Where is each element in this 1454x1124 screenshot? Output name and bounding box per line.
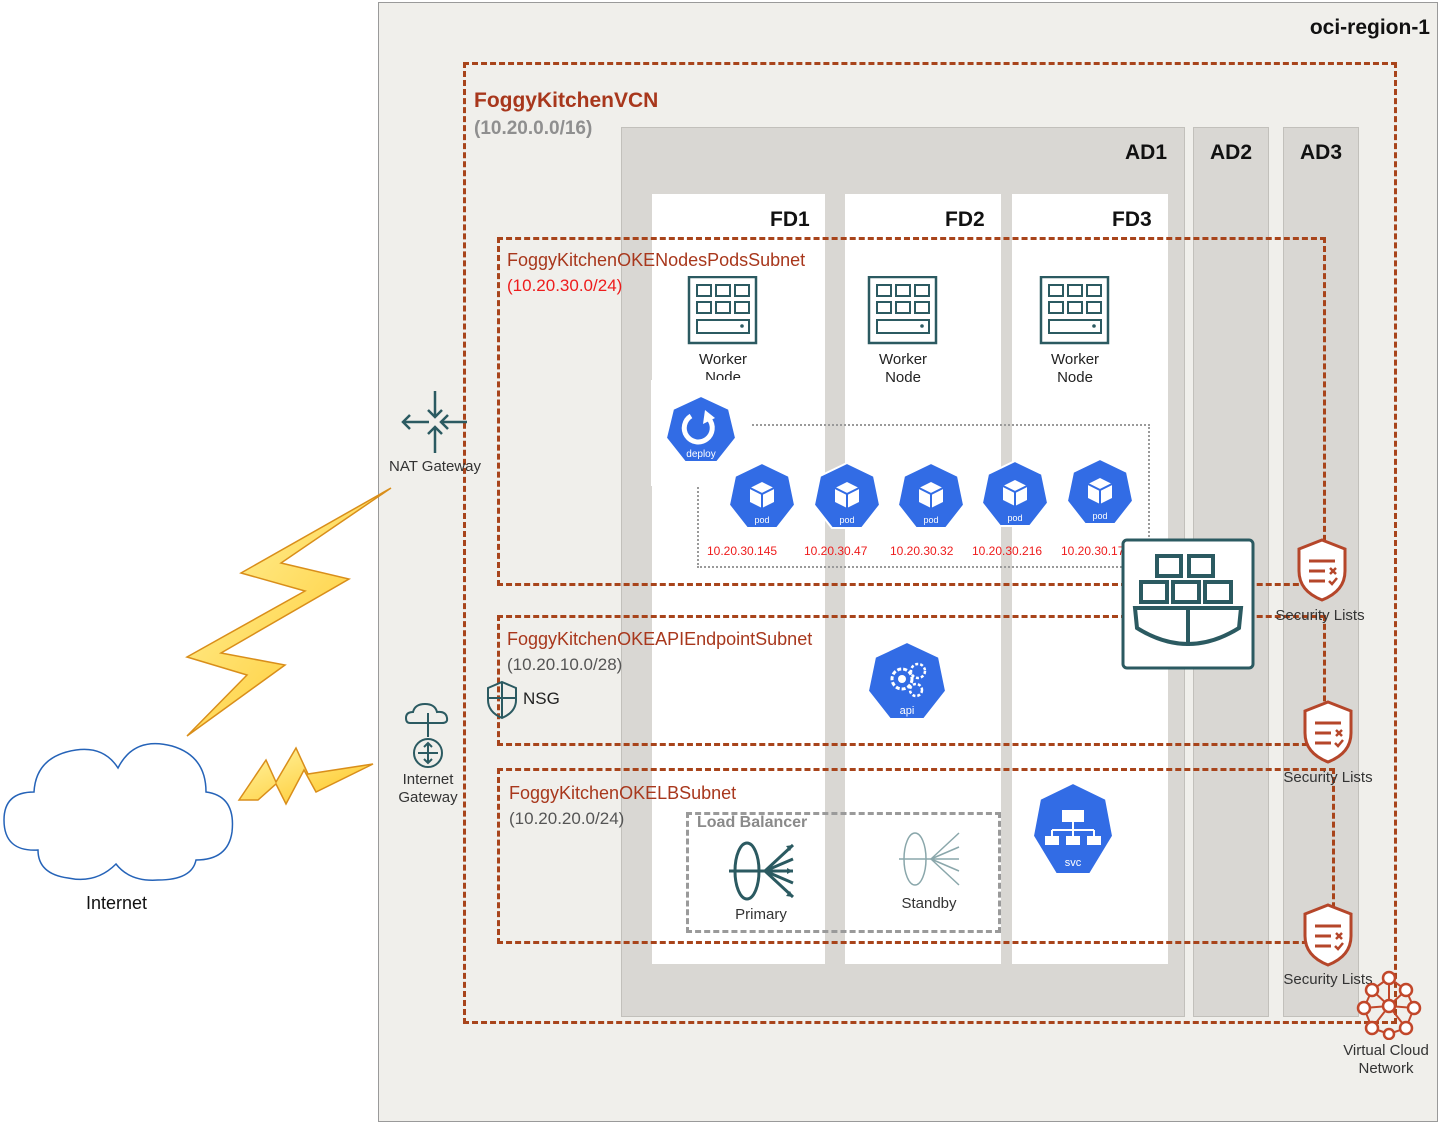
oke-cluster-icon	[1121, 538, 1255, 675]
subnet-nodes-pods-name: FoggyKitchenOKENodesPodsSubnet	[507, 250, 806, 270]
ad3-label: AD3	[1300, 141, 1343, 164]
svg-text:pod: pod	[754, 515, 769, 525]
security-list-3-icon	[1301, 902, 1355, 973]
pod-5: pod	[1065, 457, 1135, 533]
subnet-api-endpoint	[497, 615, 1326, 746]
pod-ip-2: 10.20.30.47	[804, 544, 868, 558]
security-list-1-icon	[1295, 537, 1349, 608]
security-list-1-label: Security Lists	[1275, 607, 1365, 624]
pod-4: pod	[980, 459, 1050, 535]
nsg-shield-icon	[485, 680, 519, 725]
pod-ip-1: 10.20.30.145	[707, 544, 778, 558]
internet-label: Internet	[86, 893, 148, 913]
svg-text:api: api	[900, 705, 915, 717]
server-icon	[867, 275, 938, 345]
nat-gateway-icon	[399, 387, 471, 462]
deployment-group	[697, 424, 1150, 568]
server-icon	[1039, 275, 1110, 345]
svg-text:pod: pod	[923, 515, 938, 525]
ad2-label: AD2	[1210, 141, 1253, 164]
load-balancer-label: Load Balancer	[697, 814, 808, 831]
pod-ip-5: 10.20.30.178	[1061, 544, 1132, 558]
fd1-column	[652, 194, 825, 964]
subnet-lb	[497, 768, 1335, 944]
subnet-nodes-pods-cidr: (10.20.30.0/24)	[507, 276, 623, 295]
ad1-label: AD1	[1125, 141, 1168, 164]
svg-text:deploy: deploy	[686, 449, 715, 460]
pod-1: pod	[727, 461, 797, 537]
svg-text:pod: pod	[839, 515, 854, 525]
deploy-icon: deploy	[651, 380, 751, 486]
subnet-api-endpoint-cidr: (10.20.10.0/28)	[507, 655, 623, 674]
vcn-cidr: (10.20.0.0/16)	[474, 118, 593, 139]
vcn-boundary	[463, 62, 1397, 1024]
vcn-name: FoggyKitchenVCN	[474, 89, 659, 112]
region-label: oci-region-1	[1309, 16, 1430, 39]
svg-text:pod: pod	[1007, 513, 1022, 523]
lb-standby-label: Standby	[901, 895, 957, 912]
lightning-bolt-nat-icon	[183, 485, 395, 745]
svg-text:svc: svc	[1065, 857, 1082, 869]
internet-gateway-icon	[400, 699, 456, 778]
pod-3: pod	[896, 461, 966, 537]
subnet-api-endpoint-name: FoggyKitchenOKEAPIEndpointSubnet	[507, 629, 813, 649]
subnet-nodes-pods	[497, 237, 1326, 586]
lb-primary-label: Primary	[735, 906, 787, 923]
virtual-cloud-network-icon	[1356, 968, 1422, 1045]
pod-ip-3: 10.20.30.32	[890, 544, 954, 558]
lightning-bolt-igw-icon	[236, 744, 376, 817]
service-icon: svc	[1031, 781, 1115, 885]
fd2-label: FD2	[945, 208, 985, 231]
fd3-label: FD3	[1112, 208, 1152, 231]
nsg-label: NSG	[523, 689, 560, 708]
server-icon	[687, 275, 758, 345]
api-server-icon: api	[866, 640, 948, 730]
nat-gateway-label: NAT Gateway	[389, 458, 481, 475]
subnet-lb-cidr: (10.20.20.0/24)	[509, 809, 625, 828]
security-list-2-icon	[1301, 699, 1355, 770]
pod-2: pod	[812, 461, 882, 537]
security-list-2-label: Security Lists	[1283, 769, 1373, 786]
fd1-label: FD1	[770, 208, 810, 231]
pod-ip-4: 10.20.30.216	[972, 544, 1043, 558]
lb-standby-icon	[895, 825, 963, 898]
internet-cloud-icon	[0, 730, 238, 893]
fd2-column	[845, 194, 1001, 964]
security-list-3-label: Security Lists	[1283, 971, 1373, 988]
load-balancer-group	[686, 812, 1001, 933]
svg-text:pod: pod	[1092, 511, 1107, 521]
lb-primary-icon	[725, 835, 797, 912]
subnet-lb-name: FoggyKitchenOKELBSubnet	[509, 783, 737, 803]
